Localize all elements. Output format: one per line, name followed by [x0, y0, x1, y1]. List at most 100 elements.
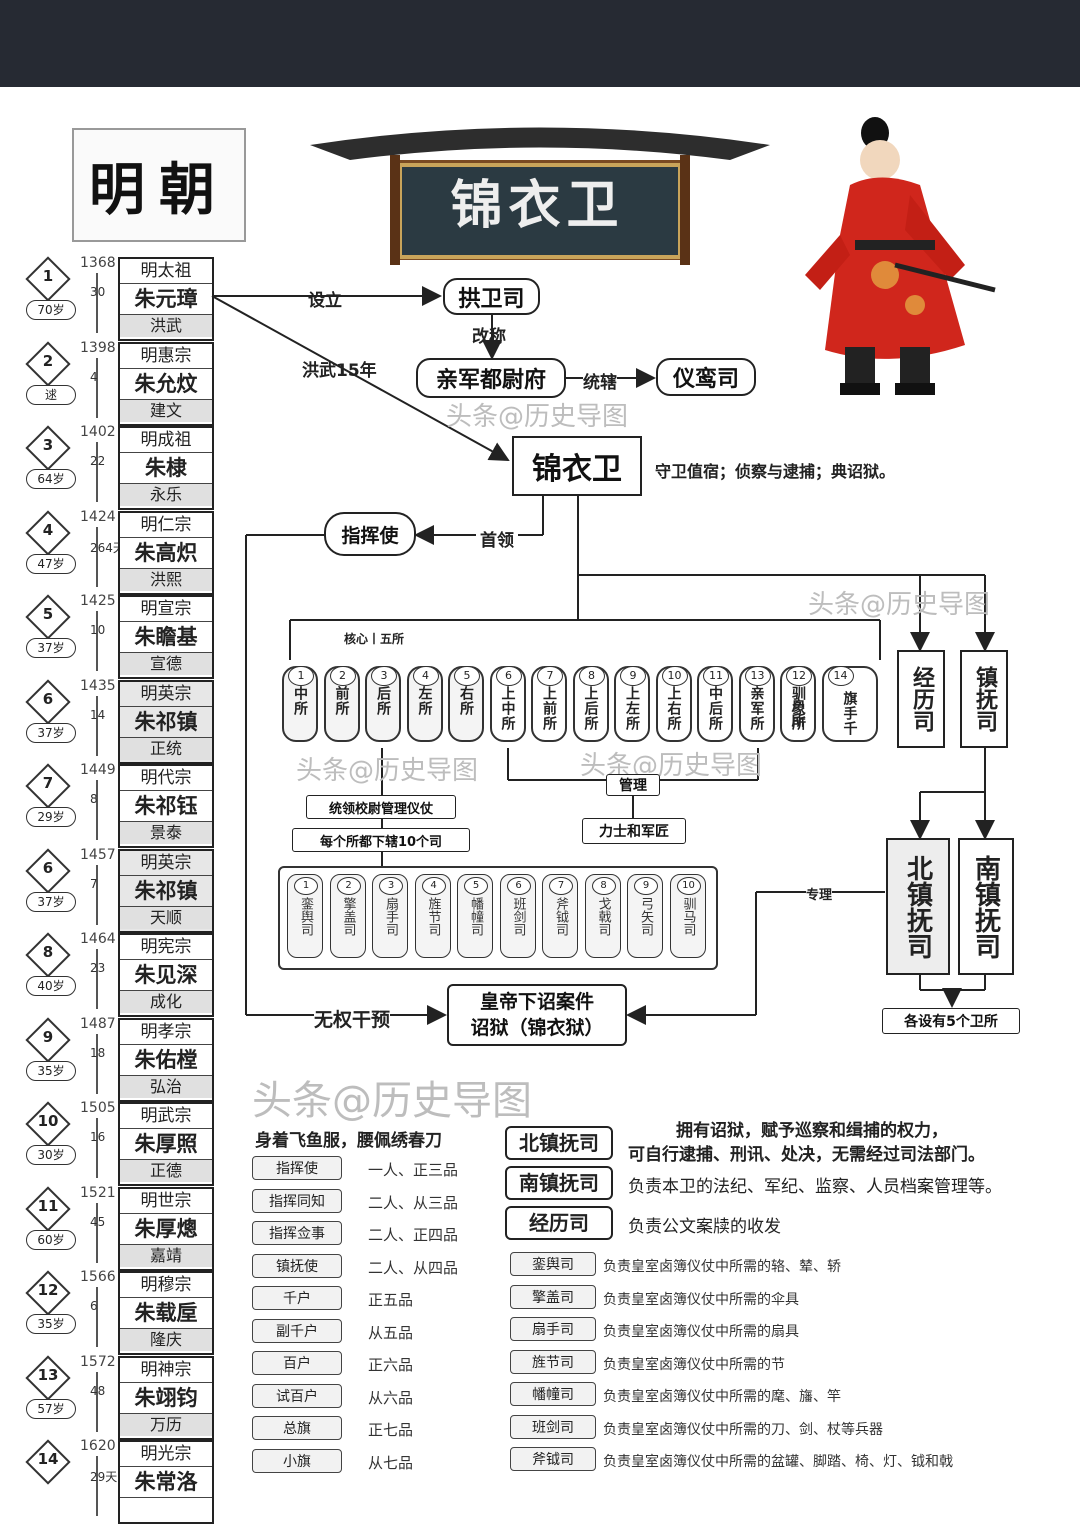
- reign-length: 10: [90, 623, 106, 637]
- tongxia-label: 统辖: [583, 368, 617, 393]
- emperor-card: 明代宗朱祁钰景泰: [118, 764, 214, 848]
- era-name: 洪武: [120, 315, 212, 337]
- emperor-card: 明英宗朱祁镇天顺: [118, 848, 214, 933]
- watermark-large: 头条@历史导图: [252, 1078, 532, 1124]
- suo-name: 中所: [292, 686, 308, 716]
- order-number: 6: [42, 858, 54, 877]
- era-name: 正统: [120, 737, 212, 760]
- reign-length: 48: [90, 1383, 106, 1398]
- suo-name: 上中所: [499, 686, 516, 731]
- gongwei-si-box: 拱卫司: [443, 278, 540, 315]
- emperor-name: 朱高炽: [120, 538, 212, 569]
- emperor-card: 明世宗朱厚熜嘉靖: [118, 1186, 214, 1271]
- start-year: 1402: [80, 424, 116, 440]
- rank-title: 指挥同知: [252, 1188, 342, 1213]
- office-title: 北镇抚司: [505, 1126, 613, 1160]
- era-name: 正德: [120, 1160, 212, 1182]
- rank-title: 指挥佥事: [252, 1221, 342, 1245]
- zhuanli-label: 专理: [806, 884, 833, 903]
- imperial-case-line1: 皇帝下诏案件: [479, 991, 594, 1013]
- si-duty-title: 旌节司: [510, 1349, 596, 1374]
- timeline-line: [96, 780, 98, 840]
- emperor-name: 朱祁镇: [120, 707, 212, 738]
- manage-box: 管理: [606, 774, 660, 796]
- rank-desc: 二人、正四品: [368, 1226, 459, 1244]
- suo-number: 9: [620, 666, 646, 686]
- age-badge: 逑: [26, 384, 76, 405]
- temple-name: 明成祖: [120, 428, 212, 453]
- era-name: 隆庆: [120, 1329, 212, 1351]
- si-number: 6: [506, 877, 531, 895]
- temple-name: 明武宗: [120, 1104, 212, 1129]
- main-title: 锦衣卫: [450, 174, 625, 236]
- age-badge: 35岁: [26, 1060, 76, 1081]
- suo-name: 上左所: [624, 686, 640, 731]
- reign-length: 4: [90, 369, 98, 384]
- reign-length: 30: [90, 285, 106, 299]
- reign-length: 264天: [90, 540, 125, 555]
- si-duty-title: 扇手司: [510, 1317, 596, 1341]
- order-number: 5: [42, 605, 54, 623]
- si-name: 驯马司: [680, 897, 696, 936]
- emperor-name: 朱佑樘: [120, 1045, 212, 1076]
- si-duty-desc: 负责皇室卤簿仪仗中所需的扇具: [603, 1324, 799, 1340]
- order-number: 10: [37, 1112, 59, 1130]
- rank-title: 镇抚使: [252, 1253, 342, 1278]
- order-number: 14: [37, 1450, 59, 1468]
- suo-name: 左所: [416, 686, 433, 716]
- start-year: 1487: [80, 1015, 116, 1032]
- si-name: 銮舆司: [298, 897, 313, 936]
- emperor-name: 朱祁镇: [120, 876, 212, 907]
- si-name: 班剑司: [510, 897, 526, 936]
- era-name: 成化: [120, 991, 212, 1013]
- watermark: 头条@历史导图: [808, 590, 991, 620]
- order-number: 13: [37, 1365, 59, 1384]
- emperor-card: 明武宗朱厚照正德: [118, 1102, 214, 1186]
- era-name: 景泰: [120, 822, 212, 844]
- age-badge: 37岁: [26, 722, 76, 743]
- start-year: 1620: [80, 1438, 116, 1454]
- era-name: 洪熙: [120, 568, 212, 591]
- rank-title: 小旗: [252, 1448, 342, 1473]
- suo-number: 4: [412, 666, 439, 686]
- si-number: 5: [464, 877, 488, 895]
- jinyiwei-duties: 守卫值宿；侦察与逮捕；典诏狱。: [655, 462, 896, 481]
- head-label: 首领: [476, 526, 518, 551]
- rank-desc: 正五品: [368, 1291, 414, 1309]
- emperor-name: 朱元璋: [120, 284, 212, 315]
- emperor-card: 明宪宗朱见深成化: [118, 933, 214, 1017]
- suo-name: 中后所: [707, 686, 723, 731]
- rank-title: 总旗: [252, 1416, 342, 1440]
- si-duty-title: 班剑司: [510, 1414, 596, 1439]
- core-five-label: 核心丨五所: [344, 632, 405, 646]
- office-desc: 负责本卫的法纪、军纪、监察、人员档案管理等。: [628, 1177, 1002, 1197]
- suo-number: 6: [495, 666, 522, 686]
- si-number: 1: [294, 877, 318, 895]
- start-year: 1457: [80, 846, 116, 863]
- emperor-card: 明英宗朱祁镇正统: [118, 679, 214, 764]
- si-name: 弓矢司: [638, 897, 653, 936]
- office-desc: 可自行逮捕、刑讯、处决，无需经过司法部门。: [628, 1145, 985, 1165]
- suo-number: 11: [703, 666, 729, 686]
- start-year: 1572: [80, 1353, 116, 1370]
- start-year: 1449: [80, 762, 116, 778]
- temple-name: 明仁宗: [120, 513, 212, 538]
- rank-desc: 一人、正三品: [368, 1161, 459, 1179]
- age-badge: 30岁: [26, 1145, 76, 1165]
- si-name: 扇手司: [383, 897, 398, 936]
- rank-desc: 正七品: [368, 1421, 414, 1439]
